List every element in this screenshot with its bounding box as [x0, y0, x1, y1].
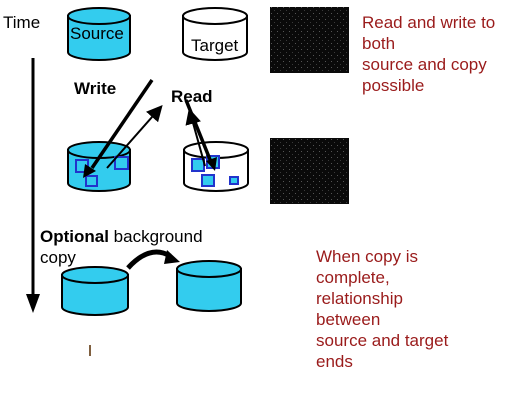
write-to-target-arrow	[184, 99, 217, 171]
time-label: Time	[3, 13, 41, 32]
bottom-note-line: between	[316, 310, 381, 329]
background-label: background	[108, 227, 203, 246]
bottom-note-line: complete,	[316, 268, 390, 287]
target-cylinder	[182, 7, 248, 61]
target-cylinder-in-use	[183, 141, 249, 192]
dotted-square-middle	[270, 138, 349, 204]
read-label: Read	[171, 87, 213, 106]
optional-label: Optional	[40, 227, 109, 246]
time-axis-arrow	[26, 58, 40, 313]
source-cylinder	[67, 7, 131, 61]
bottom-note-line: relationship	[316, 289, 403, 308]
top-note-line: possible	[362, 76, 425, 95]
bottom-note-line: When copy is	[316, 247, 419, 266]
top-note-line: Read and write to	[362, 13, 496, 32]
background-copy-arrow	[126, 249, 180, 270]
read-from-source-arrow	[106, 105, 163, 169]
read-from-target-arrow	[185, 108, 206, 167]
source-cylinder-in-use	[67, 141, 131, 192]
small-tick-mark	[89, 345, 91, 356]
target-label: Target	[191, 36, 239, 55]
target-cylinder-bottom	[176, 260, 242, 312]
write-label: Write	[74, 79, 117, 98]
top-note-line: source and copy	[362, 55, 487, 74]
optional-background-label: Optional background	[40, 227, 203, 247]
write-arrow	[83, 79, 154, 178]
top-note-line: both	[362, 34, 396, 53]
dotted-square-top	[270, 7, 349, 73]
source-cylinder-bottom	[61, 266, 129, 316]
bottom-note-line: source and target	[316, 331, 449, 350]
bottom-note-line: ends	[316, 352, 353, 371]
copy-label: copy	[40, 248, 76, 267]
source-label: Source	[70, 24, 124, 43]
